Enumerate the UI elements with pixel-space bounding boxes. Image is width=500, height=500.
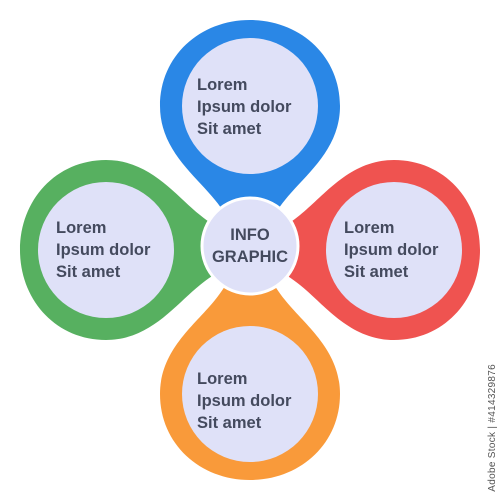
petal-bottom-text: Lorem Ipsum dolor Sit amet <box>197 368 327 434</box>
petal-bottom-line2: Ipsum dolor <box>197 392 292 410</box>
petal-top-circle <box>182 38 318 174</box>
center-circle <box>200 196 300 296</box>
center-line2: GRAPHIC <box>211 248 289 266</box>
petal-right-circle <box>326 182 462 318</box>
center-label: INFO GRAPHIC <box>199 224 301 268</box>
petal-left-line3: Sit amet <box>56 263 121 281</box>
petal-left-line1: Lorem <box>56 219 107 237</box>
petal-left-text: Lorem Ipsum dolor Sit amet <box>56 217 186 283</box>
petal-right-line1: Lorem <box>344 219 395 237</box>
petal-top-line1: Lorem <box>197 76 248 94</box>
petal-bottom-line1: Lorem <box>197 370 248 388</box>
stock-watermark: Adobe Stock | #414329876 <box>487 364 498 492</box>
petal-right-line2: Ipsum dolor <box>344 241 439 259</box>
petal-bottom-circle <box>182 326 318 462</box>
center-line1: INFO <box>230 226 270 244</box>
petal-left-circle <box>38 182 174 318</box>
petal-right-text: Lorem Ipsum dolor Sit amet <box>344 217 474 283</box>
petal-right-line3: Sit amet <box>344 263 409 281</box>
petal-left-line2: Ipsum dolor <box>56 241 151 259</box>
petal-top-text: Lorem Ipsum dolor Sit amet <box>197 74 327 140</box>
petal-top-line2: Ipsum dolor <box>197 98 292 116</box>
petal-top-line3: Sit amet <box>197 120 262 138</box>
petal-bottom-line3: Sit amet <box>197 414 262 432</box>
